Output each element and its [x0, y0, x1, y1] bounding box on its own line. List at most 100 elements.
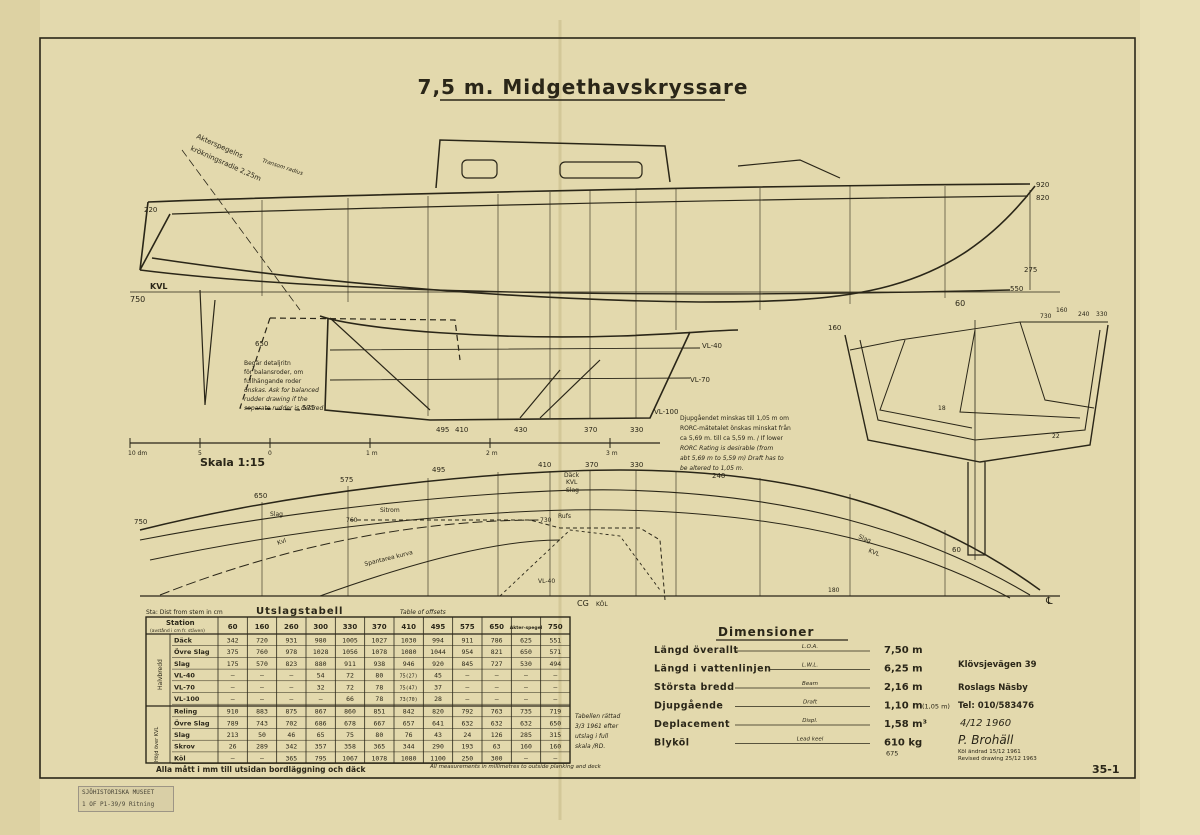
body-label-160: 160	[828, 324, 841, 332]
offsets-cell: 820	[432, 708, 444, 716]
keel-station-330: 330	[630, 426, 643, 434]
draft-note-line-4: RORC Rating is desirable (from	[680, 445, 773, 452]
offsets-cell: 1044	[430, 648, 446, 656]
offsets-cell: 860	[344, 708, 356, 716]
chine-line	[139, 269, 1011, 295]
dimensions-heading: Dimensioner	[718, 625, 814, 639]
offsets-cell: 867	[315, 708, 327, 716]
offsets-cell: —	[260, 672, 264, 680]
offsets-cell: 883	[256, 708, 268, 716]
keel-station-370: 370	[584, 426, 597, 434]
offsets-cell: 1080	[401, 754, 417, 762]
offsets-cell: —	[260, 683, 264, 691]
dim-right-mid: 820	[1036, 194, 1049, 202]
offsets-cell: 315	[549, 731, 561, 739]
kvl-label: KVL	[150, 282, 168, 291]
rudder-note-line-4: önskas. Ask for balanced	[244, 387, 319, 394]
plan-station-60: 60	[952, 546, 961, 554]
offsets-cell: 32	[317, 683, 325, 691]
offsets-row-label: Slag	[174, 660, 190, 668]
offsets-cell: 743	[256, 719, 268, 727]
offsets-note-top: Sta: Dist from stem in cm	[146, 609, 223, 616]
offsets-caption: Utslagstabell	[256, 606, 343, 617]
dimension-abbr: L.W.L.	[802, 663, 819, 669]
offsets-col-header: 160	[255, 623, 270, 631]
plan-station-240: 240	[712, 472, 725, 480]
offsets-cell: 842	[403, 708, 415, 716]
chine-plan	[149, 509, 1011, 599]
offsets-row-label: Övre Slag	[174, 647, 210, 656]
offsets-cell: 365	[285, 754, 297, 762]
offsets-cell: 911	[461, 637, 473, 645]
offsets-cell: 978	[285, 648, 297, 656]
offsets-cell: 938	[373, 660, 385, 668]
dimension-abbr: Beam	[802, 681, 818, 687]
plan-station-370: 370	[585, 461, 598, 469]
offsets-cell: 650	[549, 719, 561, 727]
offsets-cell: 290	[432, 743, 444, 751]
offsets-cell: 160	[549, 743, 561, 751]
offsets-cell: 875	[285, 708, 297, 716]
offsets-col-header: 330	[343, 623, 358, 631]
offsets-cell: 43	[434, 731, 442, 739]
offsets-cell: 851	[373, 708, 385, 716]
offsets-cell: 285	[520, 731, 532, 739]
draft-note-line-5: abt 5,69 m to 5,59 m) Draft has to	[680, 455, 784, 462]
rudder-dashed	[239, 317, 461, 411]
offsets-cell: 625	[520, 637, 532, 645]
offsets-cell: 78	[375, 695, 383, 703]
dim-right-top: 920	[1036, 181, 1049, 189]
offsets-cell: 910	[227, 708, 239, 716]
offsets-cell: 678	[344, 719, 356, 727]
offsets-cell: —	[553, 672, 557, 680]
offsets-footer-en: All measurements in millimetres to outsi…	[429, 764, 602, 770]
offsets-cell: —	[553, 683, 557, 691]
correction-note-4: skala /RD.	[575, 743, 605, 750]
offsets-cell: 657	[403, 719, 415, 727]
offsets-cell: 1027	[372, 637, 388, 645]
scale-label-2m: 2 m	[486, 450, 498, 457]
plan-keel-cg: CG	[577, 599, 589, 608]
draft-note-line-2: RORC-mätetalet önskas minskat från	[680, 425, 791, 432]
dim-650: 650	[255, 340, 268, 348]
keel-station-410: 410	[455, 426, 468, 434]
offsets-cell: —	[231, 754, 235, 762]
offsets-cell: 213	[227, 731, 239, 739]
offsets-cell: —	[524, 754, 528, 762]
plan-label-slag-right: Slag	[857, 533, 872, 544]
offsets-cell: 1067	[342, 754, 358, 762]
sheet-number: 35-1	[1092, 763, 1120, 776]
offsets-cell: 792	[461, 708, 473, 716]
plan-view: 650 575 495 410 370 330 240 60 Däck KVL …	[134, 461, 1060, 608]
offsets-row-label: Övre Slag	[174, 718, 210, 727]
designer-block: Klövsjevägen 39 Roslags Näsby Tel: 010/5…	[958, 660, 1120, 776]
offsets-cell: —	[524, 695, 528, 703]
offsets-col-header: 260	[284, 623, 299, 631]
offsets-cell: —	[465, 695, 469, 703]
body-label-330: 330	[1096, 311, 1108, 318]
offsets-cell: 845	[461, 660, 473, 668]
offsets-cell: 126	[491, 731, 503, 739]
plan-label-dack: Däck	[564, 472, 580, 479]
offsets-cell: —	[495, 672, 499, 680]
plan-label-kvl-right: KVL	[867, 547, 881, 558]
offsets-row-label: Slag	[174, 731, 190, 739]
offsets-cell: —	[289, 683, 293, 691]
offsets-cell: 494	[549, 660, 561, 668]
offsets-cell: 300	[491, 754, 503, 762]
offsets-cell: —	[495, 683, 499, 691]
dim-275: 275	[1024, 266, 1037, 274]
offsets-col-header: 575	[460, 623, 475, 631]
offsets-header-sub: (avstånd i cm fr. stäven)	[150, 627, 205, 634]
plan-dim-750: 750	[134, 518, 147, 526]
designer-revision-1: Köl ändrad 15/12 1961	[958, 749, 1021, 755]
hatch-outline	[737, 159, 841, 179]
dimension-label: Största bredd	[654, 682, 735, 693]
offsets-row-label: Reling	[174, 708, 197, 716]
